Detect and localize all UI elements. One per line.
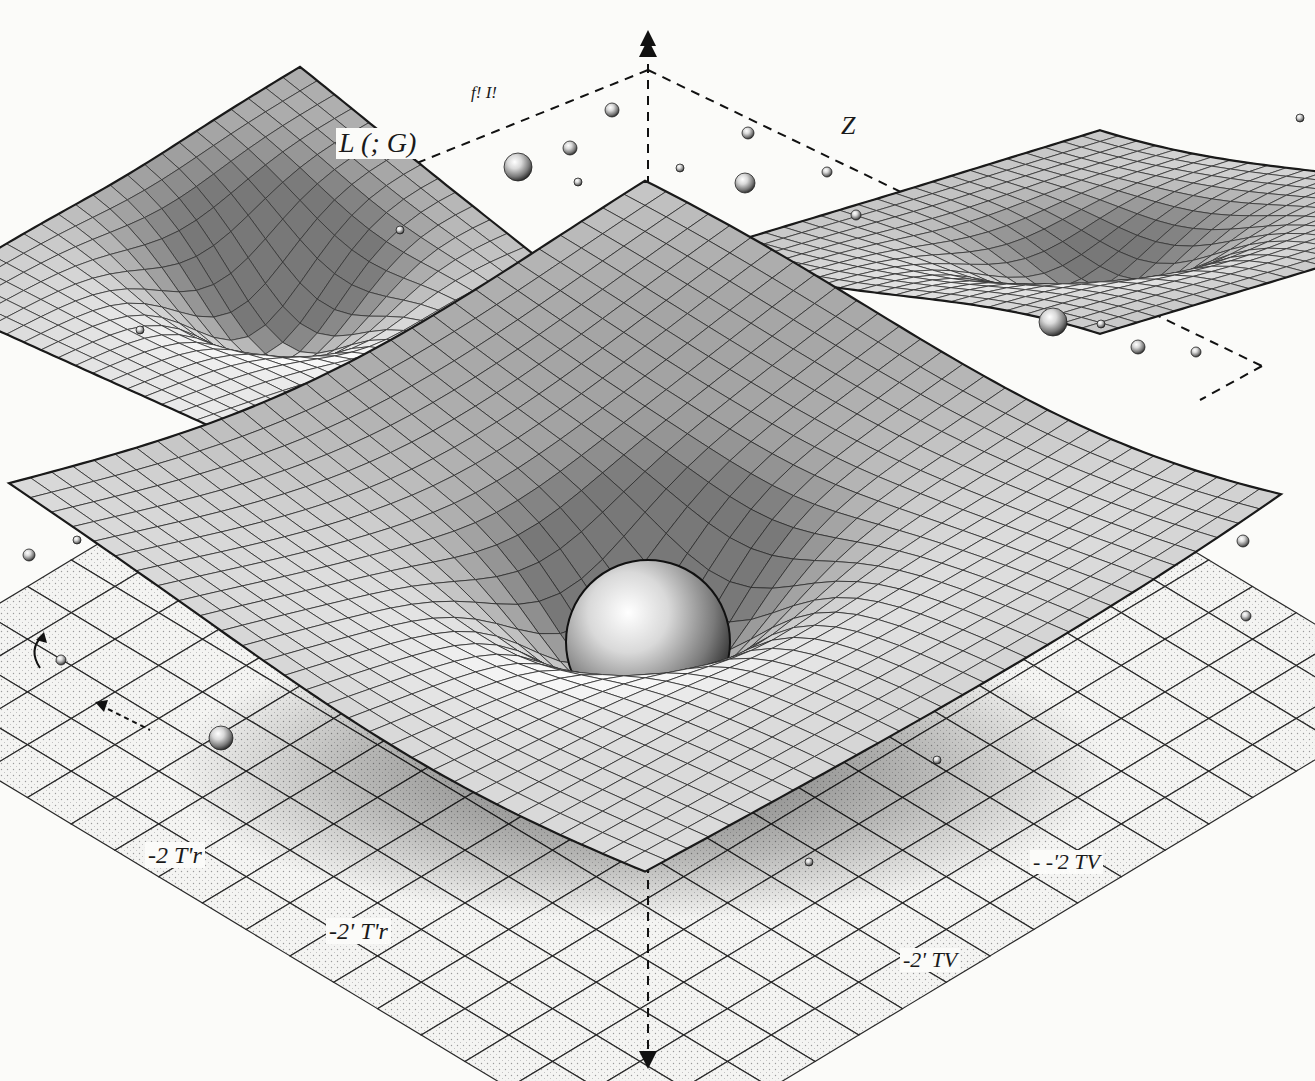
- small-warped-sheet: [0, 67, 680, 467]
- rotation-arrowhead: [36, 632, 47, 643]
- axis-arrowhead: [640, 30, 656, 46]
- floor-grid-cell: [596, 1061, 684, 1081]
- guide-line: [648, 70, 1262, 366]
- guide-line: [100, 705, 150, 730]
- flat-grid-plane: [0, 217, 1315, 1081]
- floor-grid-cell: [684, 1061, 772, 1081]
- sheet-edge: [690, 130, 1315, 334]
- warped-sheet-front: [9, 181, 1281, 872]
- guide-line: [1200, 366, 1262, 400]
- sheet-edge: [0, 67, 680, 467]
- guide-arrowhead: [95, 700, 108, 712]
- dashed-guides: [30, 48, 1262, 1060]
- mass-sphere: [566, 560, 730, 724]
- floor-grid-cell: [509, 1061, 597, 1081]
- small-warped-sheet: [690, 130, 1315, 334]
